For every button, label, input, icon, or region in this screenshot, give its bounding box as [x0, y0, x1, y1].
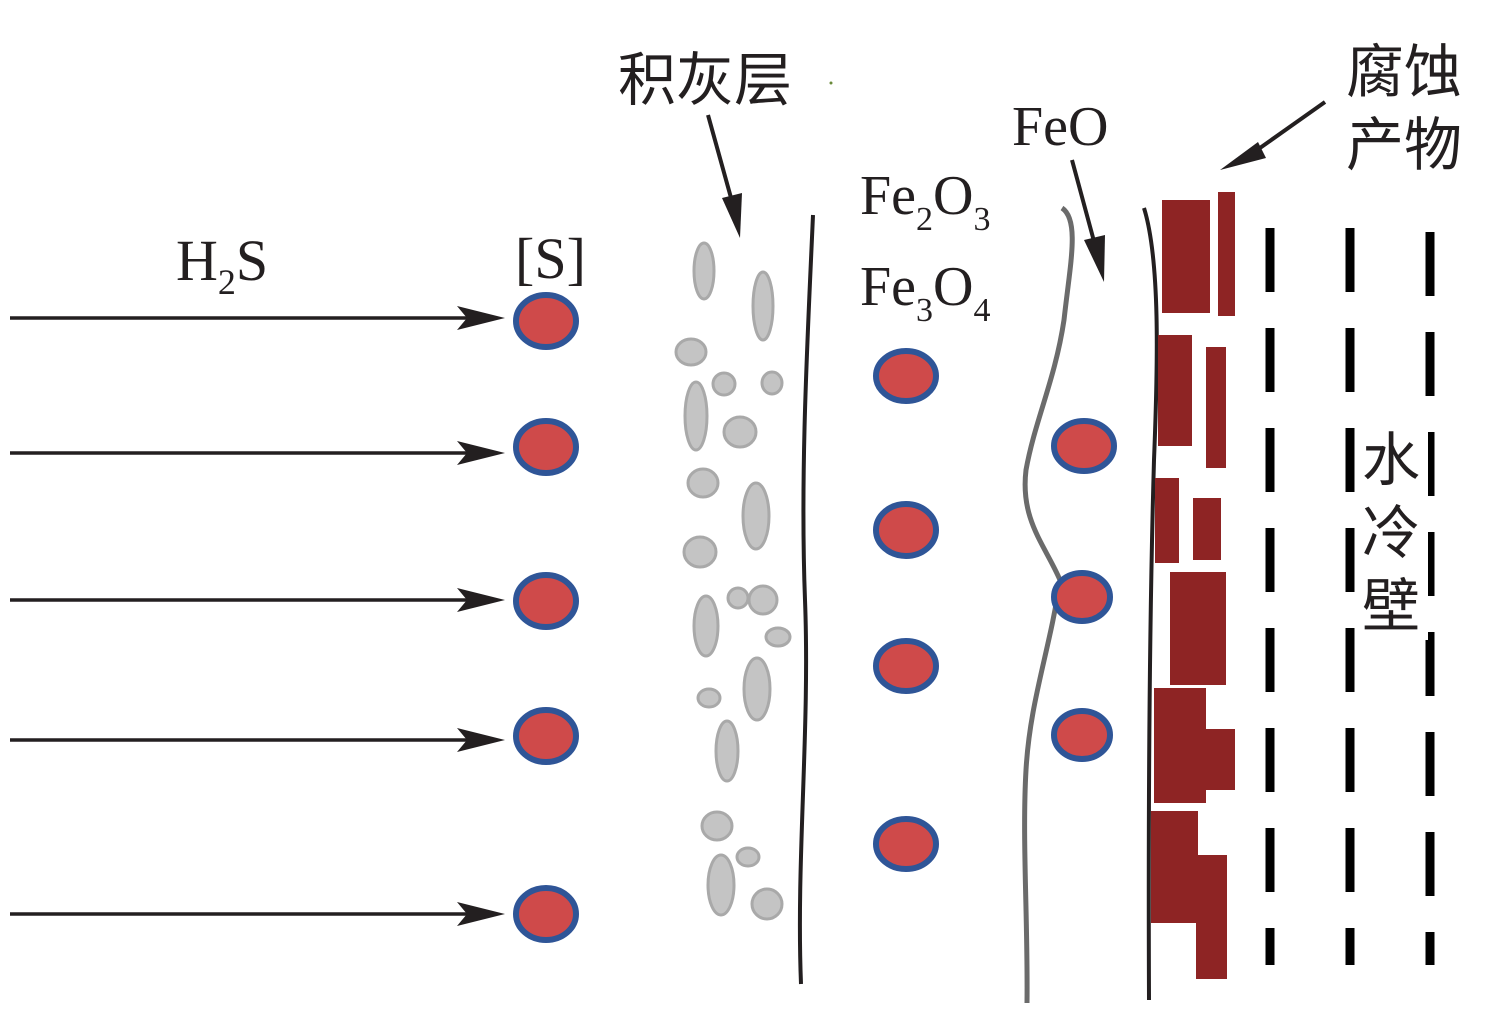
corrosion-block [1154, 688, 1206, 803]
ash-particle [682, 535, 718, 569]
arrow-pointer-icon [1248, 100, 1327, 157]
ash-particle [742, 656, 772, 722]
sulfur-label: [S] [515, 226, 586, 291]
right-arrow-icon [457, 728, 505, 752]
corrosion-block [1200, 729, 1235, 790]
corrosion-block [1170, 572, 1226, 685]
ash-particle [764, 626, 792, 648]
ash-particles [674, 241, 792, 921]
corrosion-label-line1: 腐蚀 [1346, 38, 1462, 106]
ash-particle [692, 241, 716, 301]
feo-label: FeO [1012, 96, 1108, 158]
sulfur-particle [513, 707, 579, 765]
ash-particle [735, 846, 761, 868]
corrosion-block [1206, 347, 1226, 468]
oxide-particle [873, 816, 939, 872]
corrosion-block [1218, 192, 1235, 316]
arrow-pointer-icon [1084, 235, 1105, 282]
oxide-particle [873, 501, 939, 559]
feo-layer-boundary [1022, 205, 1075, 1004]
arrow-pointer-icon [1220, 142, 1266, 170]
water-wall-lines [1265, 228, 1435, 965]
ash-particle [714, 719, 740, 783]
water-wall-char-3: 壁 [1362, 572, 1420, 640]
feo-particle [1051, 418, 1117, 474]
feo-pointer [1070, 159, 1105, 282]
sulfur-particle [513, 418, 579, 476]
corrosion-pointer [1220, 100, 1327, 170]
corrosion-block [1151, 811, 1198, 923]
arrow-pointer-icon [706, 114, 735, 206]
ash-particle [686, 467, 720, 499]
speck [829, 81, 833, 85]
sulfur-particles [513, 292, 579, 943]
right-arrow-icon [457, 588, 505, 612]
ash-particle [722, 415, 758, 449]
sulfur-particle [513, 572, 579, 630]
right-arrow-icon [457, 441, 505, 465]
ash-particle [751, 270, 775, 342]
ash-particle [750, 887, 784, 921]
corrosion-block [1155, 478, 1179, 563]
ash-particle [700, 810, 734, 842]
ash-layer-label: 积灰层 [618, 46, 792, 114]
right-arrow-icon [457, 902, 505, 926]
arrow-pointer-icon [1070, 159, 1097, 246]
water-wall-label: 水 冷 壁 [1362, 420, 1428, 640]
feo-particle [1051, 570, 1113, 624]
metal-boundary [1142, 207, 1159, 1001]
water-wall-char-2: 冷 [1362, 499, 1420, 567]
ash-particle [696, 687, 722, 709]
ash-particle [726, 586, 750, 610]
fe3o4-label: Fe3O4 [860, 256, 990, 329]
ash-particle [674, 337, 708, 367]
ash-layer-boundary [797, 214, 815, 985]
ash-layer-pointer [706, 114, 742, 238]
corrosion-block [1158, 335, 1192, 446]
ash-particle [683, 380, 709, 452]
h2s-arrowheads [457, 306, 505, 926]
corrosion-block [1193, 498, 1221, 560]
ash-particle [760, 370, 784, 396]
water-wall-char-1: 水 [1362, 426, 1420, 494]
ash-particle [747, 584, 779, 616]
oxide-particle [873, 638, 939, 694]
ash-particle [692, 594, 720, 658]
corrosion-block [1162, 200, 1210, 313]
arrow-pointer-icon [722, 193, 742, 238]
corrosion-label-line2: 产物 [1346, 111, 1462, 179]
oxide-particles [873, 348, 939, 872]
feo-particles [1051, 418, 1117, 762]
sulfur-particle [513, 885, 579, 943]
sulfur-particle [513, 292, 579, 350]
feo-particle [1051, 708, 1113, 762]
oxide-particle [873, 348, 939, 404]
right-arrow-icon [457, 306, 505, 330]
ash-particle [706, 853, 736, 917]
corrosion-products [1151, 192, 1235, 979]
fe2o3-label: Fe2O3 [860, 165, 990, 238]
h2s-label: H2S [176, 228, 268, 302]
h2s-arrows [10, 316, 470, 916]
ash-particle [741, 481, 771, 551]
ash-particle [711, 371, 737, 397]
corrosion-block [1196, 855, 1227, 979]
